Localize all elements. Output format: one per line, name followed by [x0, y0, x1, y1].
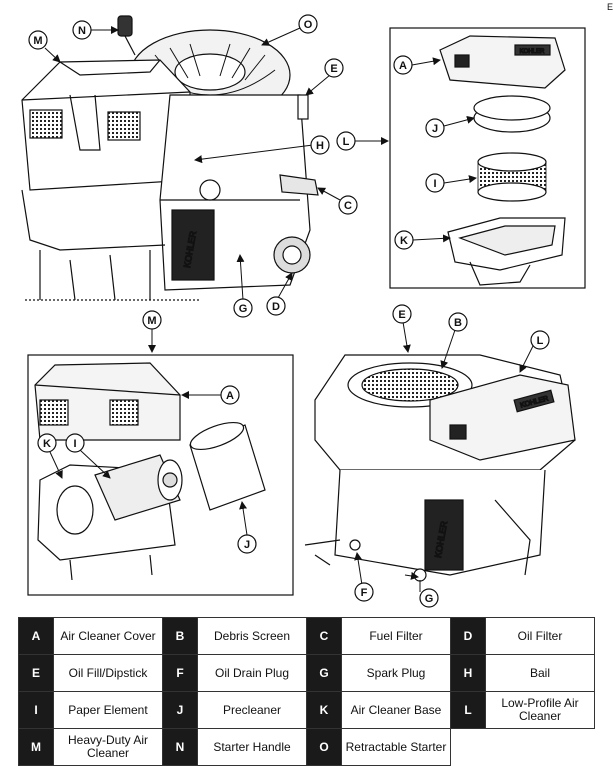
callout-b: B — [448, 312, 468, 332]
callout-l-lower: L — [530, 330, 550, 350]
callout-k-top: K — [394, 230, 414, 250]
callout-g-main: G — [233, 298, 253, 318]
legend-label: Fuel Filter — [341, 617, 451, 655]
main-engine-illustration: KOHLER — [21, 15, 319, 301]
low-profile-air-cleaner-box — [389, 27, 586, 289]
legend-label: Spark Plug — [341, 654, 451, 692]
legend-label: Air Cleaner Cover — [53, 617, 163, 655]
callout-e-lower: E — [392, 304, 412, 324]
callout-i-top: I — [425, 173, 445, 193]
callout-m-box: M — [142, 310, 162, 330]
svg-text:KOHLER: KOHLER — [520, 49, 545, 55]
svg-text:K: K — [43, 438, 51, 450]
legend-label: Retractable Starter — [341, 728, 451, 766]
legend-key: F — [162, 654, 198, 692]
callout-l-main: L — [336, 131, 356, 151]
legend-label: Heavy-Duty Air Cleaner — [53, 728, 163, 766]
svg-text:E: E — [398, 309, 405, 321]
corner-mark: E — [606, 2, 613, 12]
svg-text:E: E — [330, 63, 337, 75]
svg-text:C: C — [344, 200, 352, 212]
lower-engine-illustration: KOHLER KOHLER — [304, 354, 576, 582]
legend-label: Low-Profile Air Cleaner — [485, 691, 595, 729]
svg-text:F: F — [361, 587, 368, 599]
legend-key: K — [306, 691, 342, 729]
callout-c: C — [338, 195, 358, 215]
legend-key: E — [18, 654, 54, 692]
callout-h: H — [310, 135, 330, 155]
svg-text:M: M — [147, 315, 156, 327]
svg-text:G: G — [239, 303, 248, 315]
svg-text:D: D — [272, 301, 280, 313]
callout-g-lower: G — [419, 588, 439, 608]
callout-a-box: A — [220, 385, 240, 405]
legend-key: L — [450, 691, 486, 729]
callout-k-box: K — [37, 433, 57, 453]
legend-empty — [451, 729, 595, 766]
svg-text:B: B — [454, 317, 462, 329]
callout-j-box: J — [237, 534, 257, 554]
legend-key: M — [18, 728, 54, 766]
heavy-duty-air-cleaner-box — [27, 354, 294, 596]
callout-f: F — [354, 582, 374, 602]
engine-diagram: KOHLER KOHLER — [21, 14, 586, 608]
legend-label: Paper Element — [53, 691, 163, 729]
legend-key: I — [18, 691, 54, 729]
legend-label: Air Cleaner Base — [341, 691, 451, 729]
legend-label: Starter Handle — [197, 728, 307, 766]
legend-label: Oil Drain Plug — [197, 654, 307, 692]
svg-text:M: M — [33, 35, 42, 47]
legend-key: N — [162, 728, 198, 766]
callout-n: N — [72, 20, 92, 40]
legend-key: C — [306, 617, 342, 655]
svg-text:K: K — [400, 235, 408, 247]
callout-e-main: E — [324, 58, 344, 78]
legend-key: A — [18, 617, 54, 655]
svg-text:H: H — [316, 140, 324, 152]
legend-label: Precleaner — [197, 691, 307, 729]
svg-text:G: G — [425, 593, 434, 605]
svg-text:L: L — [537, 335, 544, 347]
callout-o: O — [298, 14, 318, 34]
legend-key: B — [162, 617, 198, 655]
legend-key: D — [450, 617, 486, 655]
svg-text:N: N — [78, 25, 86, 37]
legend-label: Oil Fill/Dipstick — [53, 654, 163, 692]
callout-d: D — [266, 296, 286, 316]
svg-text:I: I — [433, 178, 436, 190]
svg-text:L: L — [343, 136, 350, 148]
svg-text:J: J — [432, 123, 438, 135]
svg-text:I: I — [73, 438, 76, 450]
legend-label: Bail — [485, 654, 595, 692]
svg-text:J: J — [244, 539, 250, 551]
legend-label: Debris Screen — [197, 617, 307, 655]
legend-key: H — [450, 654, 486, 692]
callout-m-main: M — [28, 30, 48, 50]
callout-j-top: J — [425, 118, 445, 138]
callout-a-top: A — [393, 55, 413, 75]
svg-text:A: A — [226, 390, 234, 402]
legend-label: Oil Filter — [485, 617, 595, 655]
svg-text:A: A — [399, 60, 407, 72]
legend-key: G — [306, 654, 342, 692]
callout-i-box: I — [65, 433, 85, 453]
legend-key: J — [162, 691, 198, 729]
svg-text:O: O — [304, 19, 313, 31]
legend-key: O — [306, 728, 342, 766]
callouts: N O M E H C D G L A J I K M A K I J E B … — [28, 14, 550, 608]
